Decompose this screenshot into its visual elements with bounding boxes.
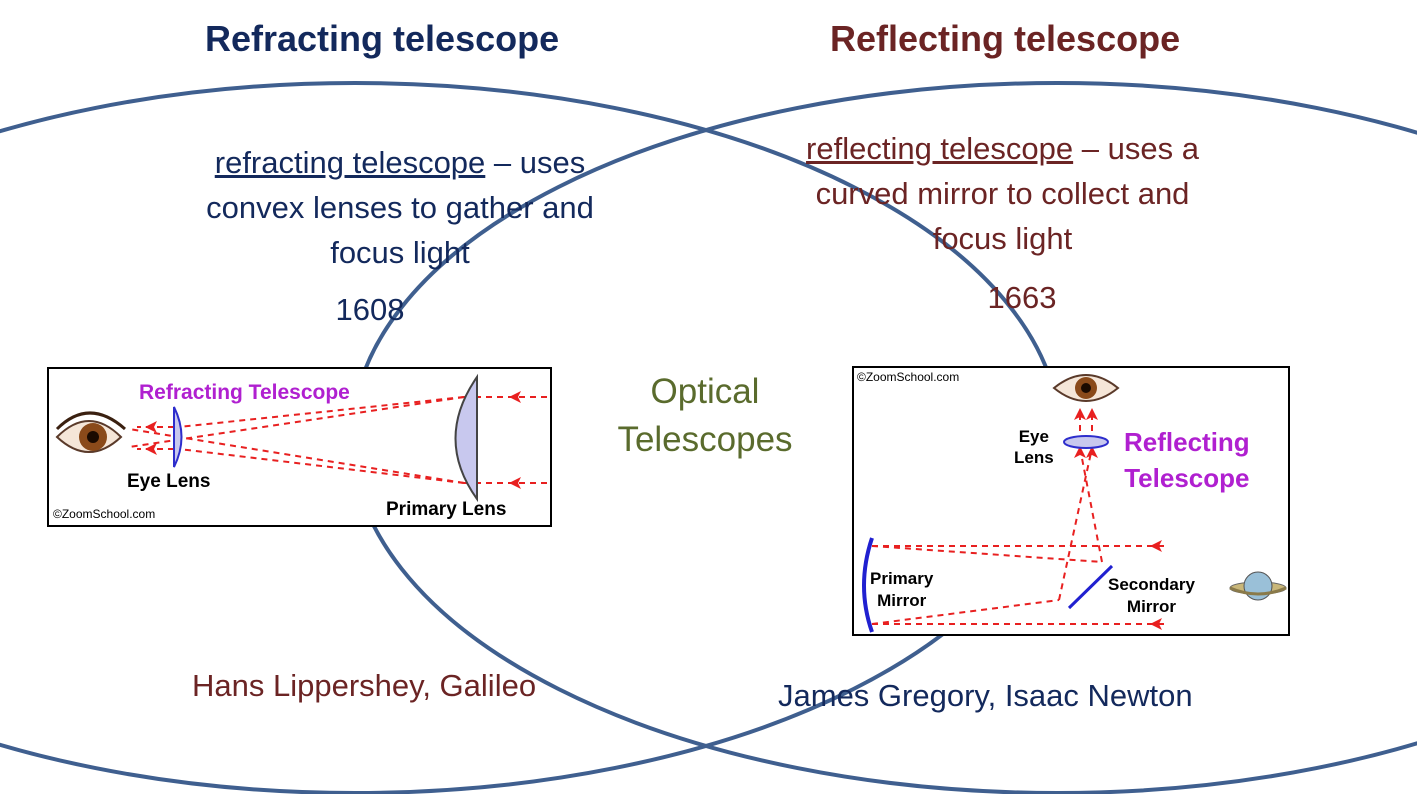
- left-inventors: Hans Lippershey, Galileo: [192, 668, 537, 703]
- center-line-1: Optical: [650, 372, 760, 411]
- reflecting-figure-title-line-2: Telescope: [1124, 463, 1250, 493]
- primary-mirror-label: Primary Mirror: [870, 568, 933, 612]
- reflecting-eye-lens-label-line-1: Eye: [1018, 427, 1049, 446]
- right-definition-text: – uses a curved mirror to collect and fo…: [815, 131, 1199, 256]
- left-title: Refracting telescope: [205, 18, 560, 59]
- right-definition: reflecting telescope – uses a curved mir…: [805, 126, 1200, 261]
- reflecting-telescope-figure: ©ZoomSchool.com Reflecting Telescope Eye…: [852, 366, 1290, 636]
- right-inventors: James Gregory, Isaac Newton: [778, 678, 1193, 713]
- primary-lens-icon: [454, 373, 478, 503]
- center-label: Optical Telescopes: [600, 368, 810, 464]
- reflecting-figure-title: Reflecting Telescope: [1124, 424, 1250, 496]
- reflecting-figure-credit: ©ZoomSchool.com: [857, 370, 960, 384]
- refracting-telescope-figure: Refracting Telescope Eye Lens Primary Le…: [47, 367, 552, 527]
- primary-mirror-label-line-2: Mirror: [877, 591, 927, 610]
- eye-lens-label: Eye Lens: [127, 471, 211, 492]
- secondary-mirror-label-line-1: Secondary: [1108, 575, 1195, 594]
- secondary-mirror-label: Secondary Mirror: [1108, 574, 1195, 618]
- left-definition-text: – uses convex lenses to gather and focus…: [206, 145, 594, 270]
- right-term: reflecting telescope: [806, 131, 1074, 166]
- secondary-mirror-label-line-2: Mirror: [1126, 597, 1177, 616]
- reflecting-eye-lens-label: Eye Lens: [1014, 426, 1054, 468]
- primary-mirror-label-line-1: Primary: [870, 569, 934, 588]
- secondary-mirror-icon: [1067, 564, 1114, 610]
- primary-mirror-icon: [862, 537, 874, 633]
- left-term: refracting telescope: [214, 145, 486, 180]
- eye-icon: [55, 411, 126, 453]
- refracting-figure-credit: ©ZoomSchool.com: [53, 507, 156, 521]
- planet-icon: [1229, 571, 1287, 601]
- left-year: 1608: [335, 292, 405, 327]
- eye-lens-icon: [173, 406, 183, 468]
- reflecting-eye-lens-label-line-2: Lens: [1014, 448, 1054, 467]
- reflecting-eye-lens-icon: [1063, 435, 1109, 449]
- right-title: Reflecting telescope: [830, 18, 1181, 59]
- primary-lens-label: Primary Lens: [386, 499, 507, 520]
- right-year: 1663: [987, 280, 1057, 315]
- center-line-2: Telescopes: [617, 420, 793, 459]
- reflecting-eye-icon: [1052, 374, 1120, 402]
- reflecting-figure-title-line-1: Reflecting: [1124, 427, 1250, 457]
- left-definition: refracting telescope – uses convex lense…: [180, 140, 620, 275]
- refracting-figure-title: Refracting Telescope: [139, 381, 350, 404]
